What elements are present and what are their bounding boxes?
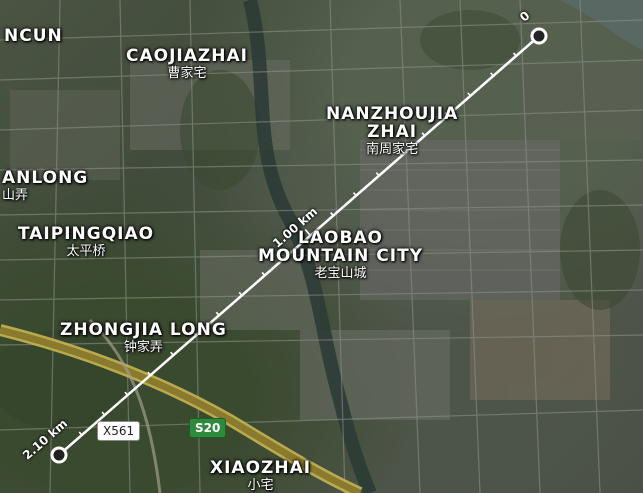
measure-tick (170, 351, 174, 356)
place-label-laobao-mountain-city: LAOBAO MOUNTAIN CITY 老宝山城 (258, 228, 424, 281)
measure-tick (192, 331, 197, 336)
place-name: ZHONGJIA LONG (60, 320, 227, 340)
measure-tick (78, 431, 83, 436)
measure-tick (284, 251, 289, 257)
place-name-zh: 钟家弄 (123, 339, 163, 355)
place-name: CAOJIAZHAI (126, 46, 248, 66)
place-label-nanzhoujiazhai: NANZHOUJIA ZHAI 南周家宅 (326, 104, 459, 157)
place-name-zh: 老宝山城 (314, 265, 367, 281)
place-name-zh: 太平桥 (66, 243, 106, 259)
measure-tick (238, 291, 243, 296)
place-name: NCUN (4, 26, 63, 46)
place-name-zh: 小宅 (247, 477, 274, 493)
measure-tick (352, 192, 357, 197)
place-label-zhongjia-long: ZHONGJIA LONG 钟家弄 (60, 320, 227, 355)
measure-tick (261, 271, 266, 276)
road-badge-s20: S20 (189, 418, 227, 438)
measure-tick (375, 172, 380, 177)
place-name-zh: 南周家宅 (366, 141, 419, 157)
measure-tick (467, 92, 472, 97)
measure-start-point[interactable] (530, 27, 548, 45)
place-name-zh: 山弄 (2, 187, 29, 203)
place-name: LAOBAO MOUNTAIN CITY (258, 228, 424, 266)
measure-tick (215, 311, 220, 316)
measure-line (58, 35, 540, 456)
place-name-zh: 曹家宅 (167, 65, 207, 81)
place-label-taipingqiao: TAIPINGQIAO 太平桥 (18, 224, 155, 259)
measure-tick (421, 132, 426, 137)
place-name: NANZHOUJIA ZHAI (326, 104, 459, 142)
measure-tick (444, 112, 449, 117)
place-name: ANLONG (2, 168, 89, 188)
place-label-xiaozhai: XIAOZHAI 小宅 (210, 458, 312, 493)
measure-end-point[interactable] (50, 446, 68, 464)
measure-tick (490, 72, 494, 77)
place-label-anlong: ANLONG 山弄 (2, 168, 89, 203)
measure-tick (398, 152, 403, 157)
place-name: TAIPINGQIAO (18, 224, 155, 244)
measure-tick (124, 391, 129, 396)
place-label-caojiazhai: CAOJIAZHAI 曹家宅 (126, 46, 248, 81)
measure-tick (304, 228, 312, 237)
place-name: XIAOZHAI (210, 458, 312, 478)
measure-ticks (78, 52, 517, 436)
road-badge-x561: X561 (97, 421, 141, 441)
measure-tick (330, 212, 334, 217)
measure-tick (147, 371, 152, 376)
place-label-ncun: NCUN (4, 26, 63, 46)
measure-tick (512, 52, 517, 57)
measure-tick (101, 411, 106, 416)
